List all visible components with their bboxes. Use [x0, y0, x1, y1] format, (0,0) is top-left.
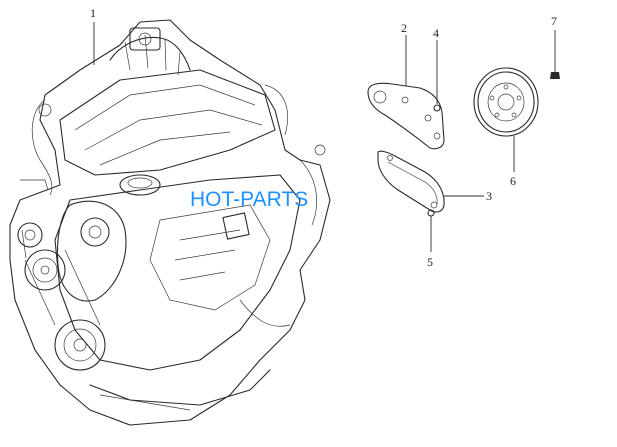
callout-1: 1: [90, 6, 96, 20]
callout-4: 4: [433, 26, 439, 40]
part-5-bolt: [427, 209, 435, 252]
callout-2: 2: [401, 21, 407, 35]
callout-3: 3: [486, 189, 492, 203]
part-6-flywheel: [473, 67, 539, 172]
part-2-rear-plate: [367, 82, 445, 150]
part-3-gasket-plate: [377, 150, 445, 213]
callout-6: 6: [510, 174, 516, 188]
callout-5: 5: [427, 255, 433, 269]
engine-assembly: [9, 19, 331, 426]
watermark-text: HOT-PARTS: [190, 188, 308, 211]
part-7-bolt: [550, 30, 560, 79]
callout-7: 7: [551, 14, 557, 28]
leader-lines: [93, 22, 484, 197]
part-4-bolt: [433, 40, 441, 112]
